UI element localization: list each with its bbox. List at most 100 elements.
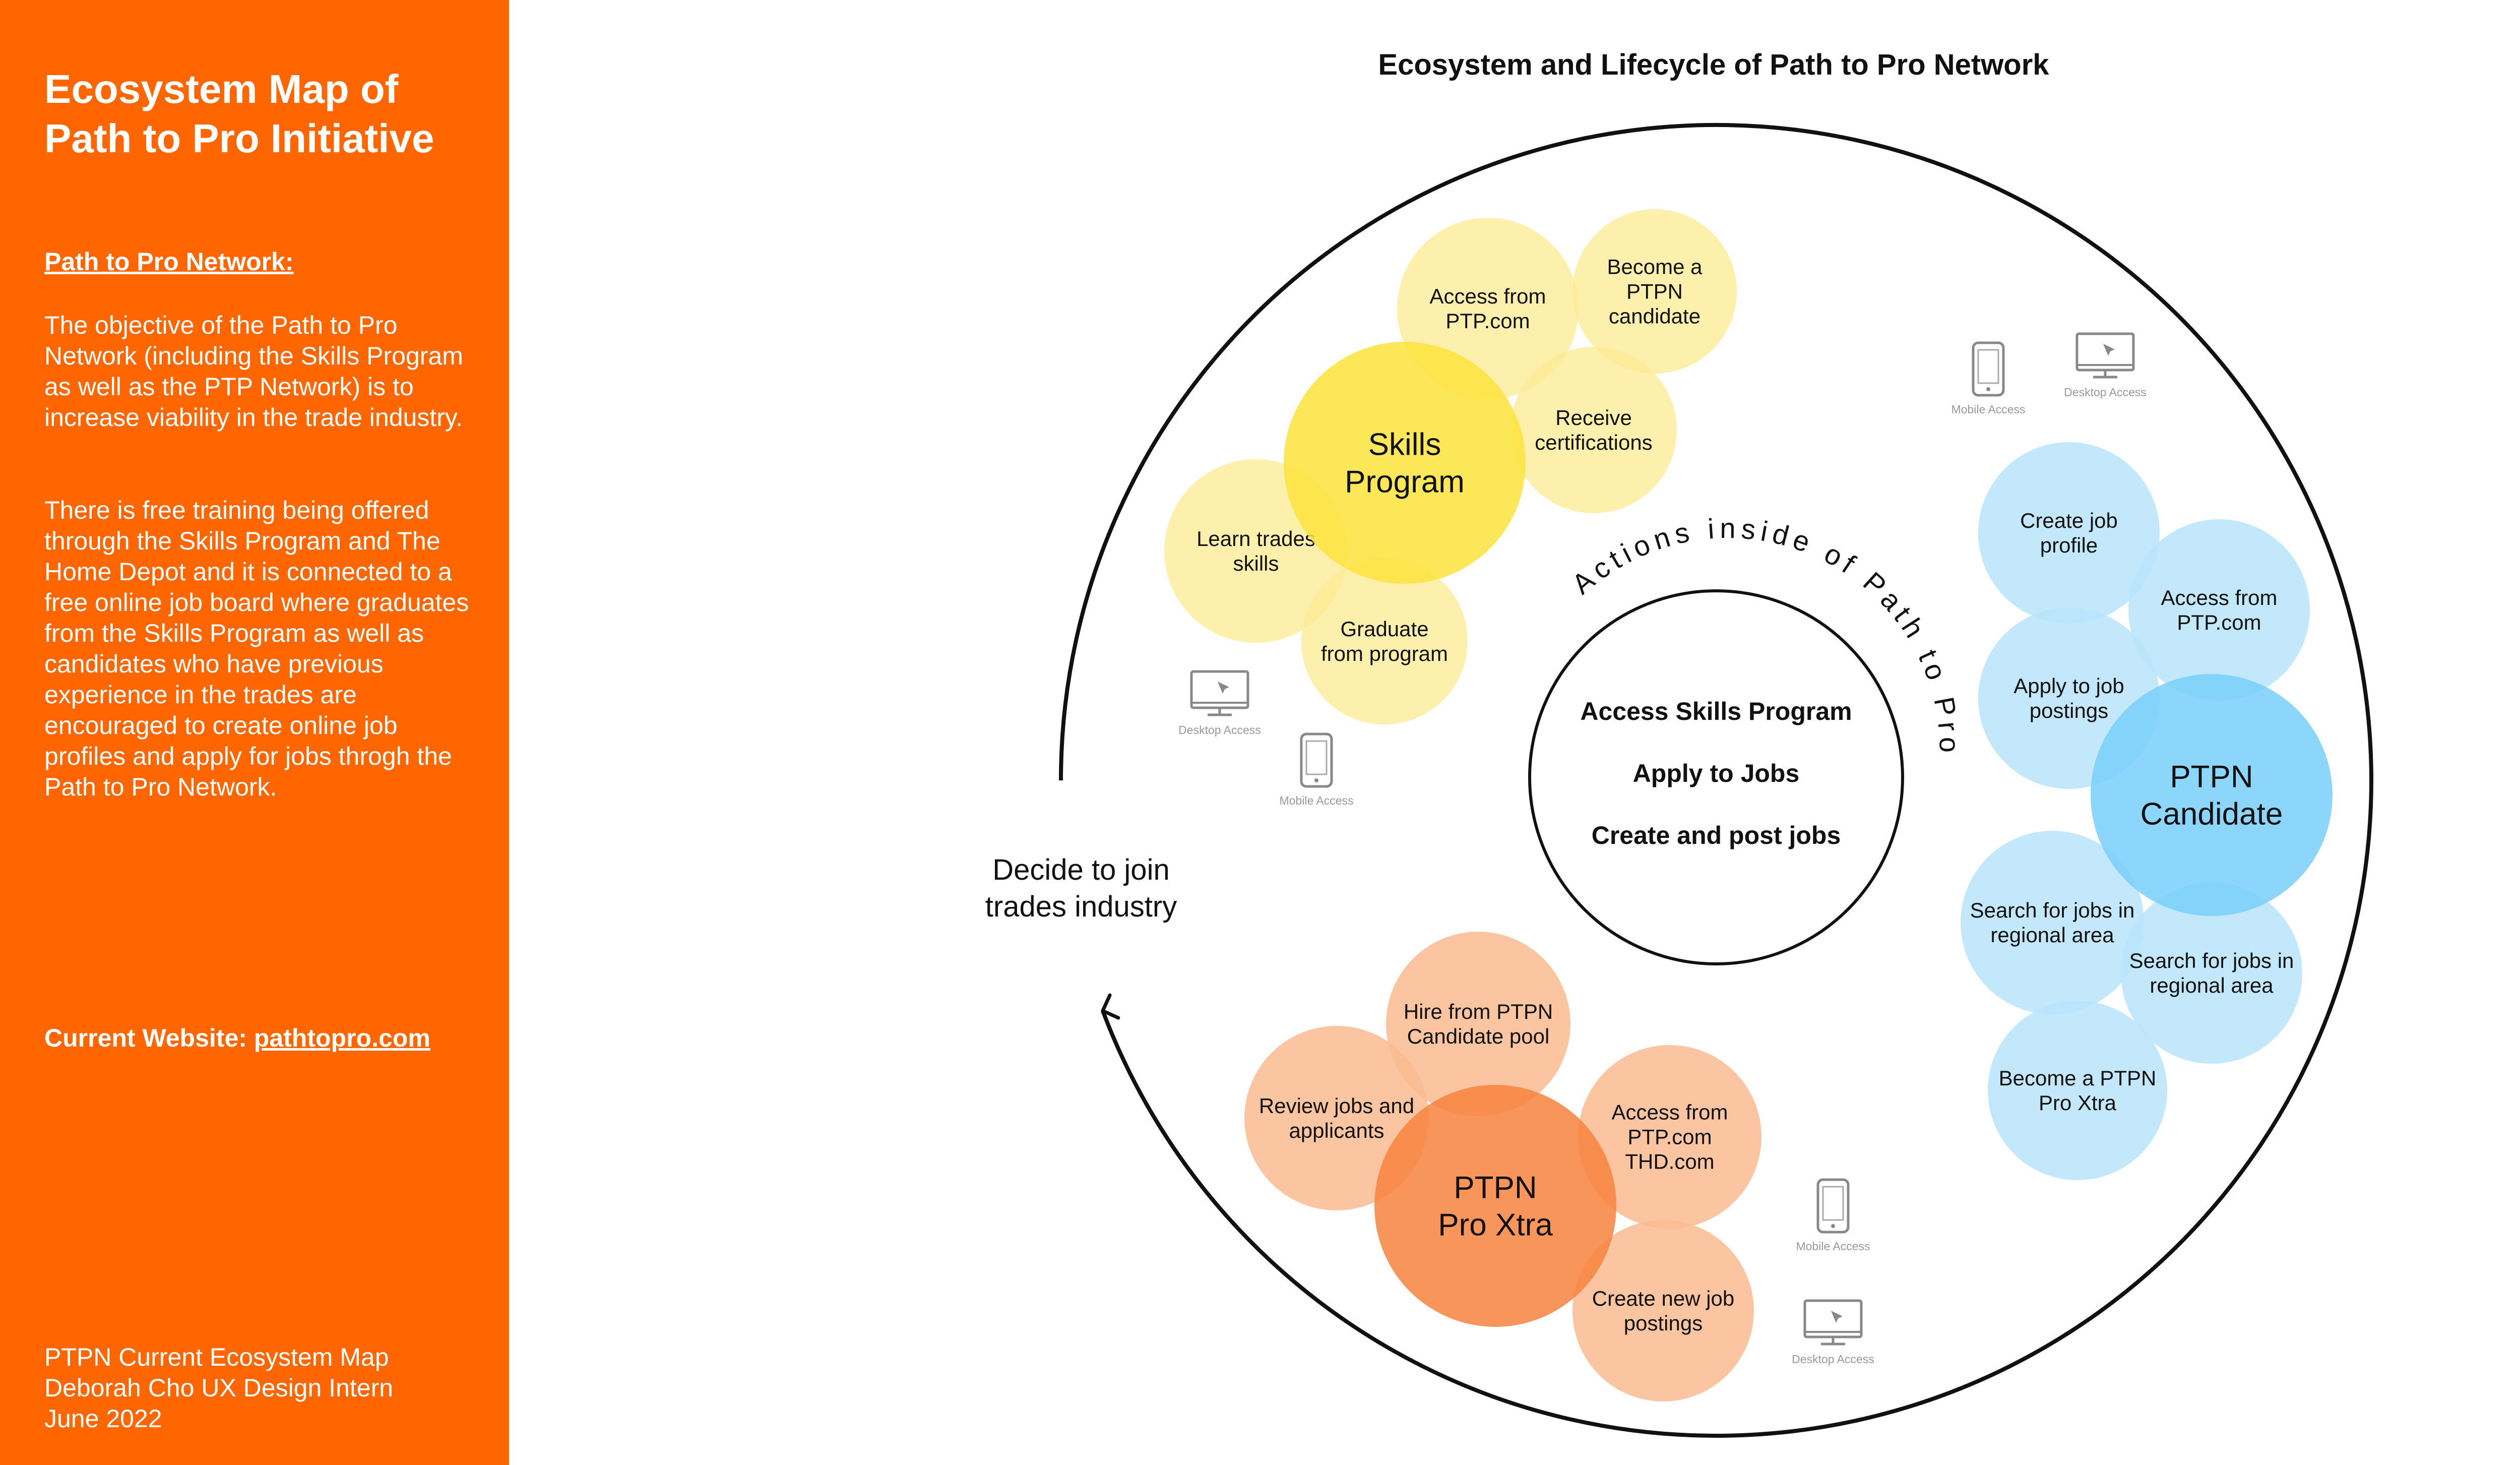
candidate-step-bubble-circle: [2121, 882, 2302, 1064]
desktop-access-icon: Desktop Access: [1792, 1299, 1874, 1366]
pro-step-bubble-label: THD.com: [1625, 1150, 1714, 1174]
desktop-access-label: Desktop Access: [1792, 1353, 1874, 1366]
ptpn-candidate-bubble-circle: [2091, 674, 2333, 916]
candidate-step-bubble-label: Pro Xtra: [2039, 1091, 2117, 1115]
pro-step-bubble-label: Review jobs and: [1259, 1094, 1414, 1118]
center-action: Create and post jobs: [1592, 821, 1841, 849]
current-website: Current Website: pathtopro.com: [44, 1023, 430, 1053]
network-heading: Path to Pro Network:: [44, 248, 294, 276]
pro-step-bubble-label: Candidate pool: [1407, 1024, 1550, 1048]
pro-step-bubble-circle: [1578, 1045, 1761, 1229]
candidate-step-bubble-circle: [1978, 442, 2160, 624]
skills-step-bubble-label: skills: [1233, 552, 1279, 575]
pro-step-bubble-label: PTP.com: [1627, 1125, 1712, 1149]
candidate-step-bubble-circle: [2128, 519, 2310, 701]
skills-step-bubble-label: Learn trades: [1196, 527, 1315, 551]
sidebar: Ecosystem Map of Path to Pro Initiative …: [0, 0, 509, 1465]
candidate-step-bubble-label: regional area: [1990, 923, 2114, 947]
ptpn-pro-xtra-bubble-label: Pro Xtra: [1438, 1208, 1553, 1243]
website-label: Current Website:: [44, 1024, 254, 1052]
skills-program-bubble-circle: [1284, 342, 1526, 584]
website-link[interactable]: pathtopro.com: [254, 1024, 430, 1052]
ptpn-pro-xtra-bubble-circle: [1374, 1085, 1616, 1327]
pro-step-bubble-label: Access from: [1611, 1101, 1728, 1124]
desktop-access-label: Desktop Access: [1178, 723, 1261, 737]
candidate-step-bubble-label: regional area: [2150, 973, 2274, 997]
candidate-step-bubble-label: Create job: [2020, 509, 2118, 532]
pro-step-bubble-label: applicants: [1289, 1119, 1384, 1142]
footer-line: Deborah Cho UX Design Intern: [44, 1374, 394, 1402]
ptpn-candidate-bubble-label: PTPN: [2170, 760, 2253, 795]
skills-step-bubble-label: Become a: [1607, 255, 1703, 279]
center-action: Access Skills Program: [1580, 697, 1852, 725]
lifecycle-label: Decide to join: [992, 853, 1169, 886]
candidate-step-bubble-label: Become a PTPN: [1999, 1066, 2157, 1090]
footer-line: June 2022: [44, 1405, 162, 1433]
skills-program-bubble-label: Skills: [1368, 428, 1441, 462]
mobile-access-label: Mobile Access: [1796, 1240, 1870, 1253]
center-action: Apply to Jobs: [1633, 759, 1800, 787]
pro-step-bubble-label: Create new job: [1592, 1287, 1735, 1310]
desktop-access-icon: Desktop Access: [2064, 332, 2147, 399]
footer: PTPN Current Ecosystem Map Deborah Cho U…: [44, 1342, 393, 1434]
mobile-access-label: Mobile Access: [1951, 403, 2025, 416]
mobile-access-icon: Mobile Access: [1951, 341, 2026, 416]
candidate-step-bubble-circle: [1961, 831, 2144, 1014]
page-title: Ecosystem Map of Path to Pro Initiative: [44, 67, 434, 161]
pro-step-bubble-label: Hire from PTPN: [1404, 1000, 1553, 1023]
pro-step-bubble-circle: [1386, 932, 1570, 1116]
skills-program-bubble-label: Program: [1345, 465, 1465, 500]
center-actions-circle: [1528, 589, 1904, 965]
skills-step-bubble-circle: [1301, 558, 1468, 724]
candidate-step-bubble-circle: [1988, 1001, 2167, 1180]
skills-step-bubble-label: candidate: [1609, 304, 1700, 328]
candidate-step-bubble-label: Search for jobs in: [1970, 898, 2135, 922]
skills-step-bubble-circle: [1510, 347, 1677, 513]
diagram-title: Ecosystem and Lifecycle of Path to Pro N…: [1378, 48, 2049, 81]
objective-paragraph: The objective of the Path to Pro Network…: [44, 311, 463, 432]
skills-step-bubble-label: Graduate: [1340, 617, 1428, 641]
desktop-access-label: Desktop Access: [2064, 386, 2147, 399]
lifecycle-label: trades industry: [985, 890, 1177, 923]
pro-step-bubble-label: postings: [1624, 1311, 1703, 1335]
skills-step-bubble-label: PTPN: [1626, 280, 1683, 303]
candidate-step-bubble-label: PTP.com: [2177, 611, 2261, 634]
candidate-step-bubble-label: postings: [2030, 699, 2108, 722]
lifecycle-arrow: [1059, 123, 2373, 1438]
skills-step-bubble-label: certifications: [1535, 431, 1652, 454]
pro-step-bubble-circle: [1572, 1220, 1754, 1401]
desktop-access-icon: Desktop Access: [1178, 670, 1261, 737]
skills-step-bubble-label: from program: [1321, 642, 1448, 665]
ptpn-pro-xtra-bubble-label: PTPN: [1454, 1171, 1537, 1205]
skills-step-bubble-label: PTP.com: [1445, 309, 1530, 333]
mobile-access-icon: Mobile Access: [1796, 1178, 1870, 1253]
candidate-step-bubble-label: Search for jobs in: [2129, 949, 2294, 972]
mobile-access-icon: Mobile Access: [1279, 732, 1354, 807]
training-paragraph: There is free training being offered thr…: [44, 496, 469, 801]
skills-step-bubble-circle: [1572, 209, 1737, 374]
ptpn-candidate-bubble-label: Candidate: [2140, 797, 2283, 832]
mobile-access-label: Mobile Access: [1279, 794, 1353, 807]
candidate-step-bubble-label: Access from: [2161, 586, 2277, 609]
candidate-step-bubble-label: Apply to job: [2013, 674, 2124, 698]
skills-step-bubble-label: Receive: [1555, 406, 1632, 430]
footer-line: PTPN Current Ecosystem Map: [44, 1343, 389, 1371]
candidate-step-bubble-label: profile: [2040, 533, 2098, 557]
